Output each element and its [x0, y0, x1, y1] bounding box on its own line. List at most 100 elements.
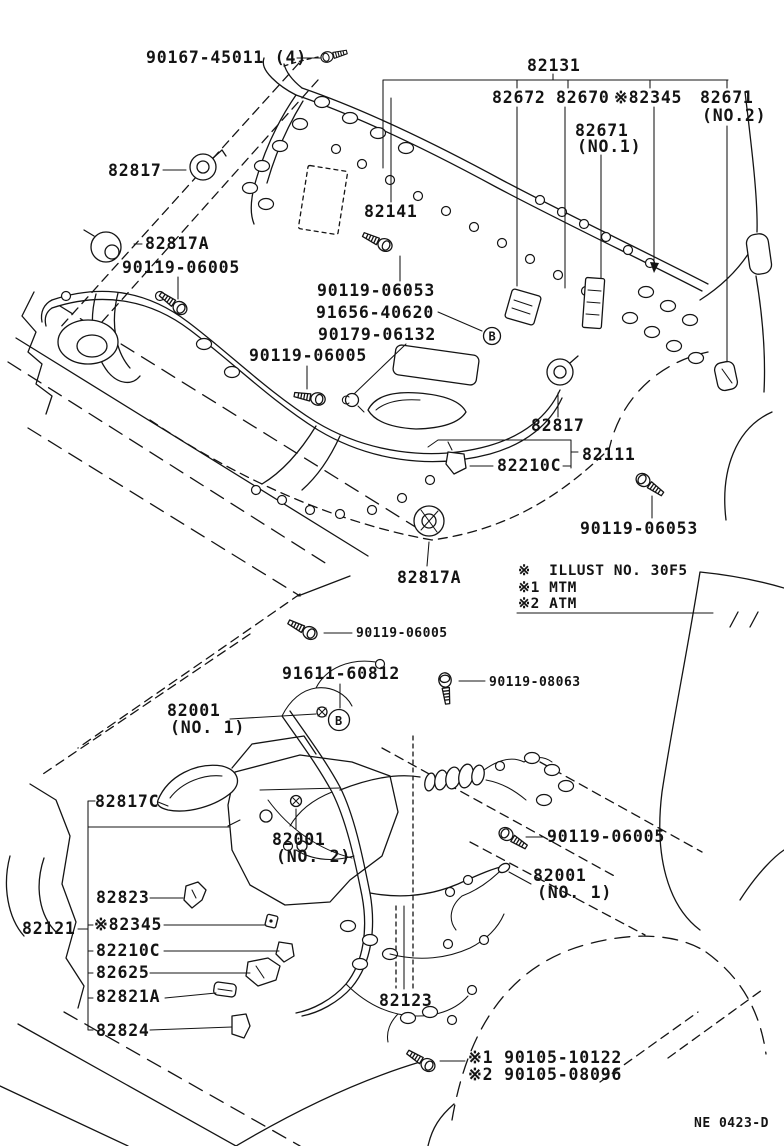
part-label-82817-1: 82817: [108, 161, 162, 180]
connector: [397, 141, 415, 155]
part-label-90119-08063: 90119-08063: [489, 675, 581, 690]
bolt-icon-90119-08063: [437, 671, 455, 706]
fuse-box: [297, 164, 349, 236]
part-label-90179-06132: 90179-06132: [318, 325, 436, 344]
connector: [468, 221, 480, 233]
part-label-82001-no2: 82001: [272, 830, 326, 849]
part-label-90119-06053-1: 90119-06053: [317, 281, 435, 300]
note-illust: ※ ILLUST NO. 30F5: [518, 563, 688, 579]
clip-82625: [245, 957, 281, 987]
engine-room-main-harness-82131: [241, 56, 709, 365]
fastener-note-1: ※1 90105-10122: [468, 1048, 622, 1067]
svg-text:B: B: [489, 330, 496, 344]
connector: [442, 938, 454, 950]
part-label-82823: 82823: [96, 888, 150, 907]
part-label-82817C: 82817C: [95, 792, 159, 811]
engine-block: [227, 735, 399, 906]
connector: [241, 181, 259, 195]
relay-box: [504, 288, 542, 326]
connector-mark-B-upper: B: [482, 326, 502, 346]
part-label-82671-no1-sub: (NO.1): [577, 137, 641, 156]
clip-82001-no1-right: [497, 862, 511, 874]
arrowhead: [650, 262, 659, 273]
note-mtm: ※1 MTM: [518, 580, 577, 596]
bolt-icon-90119-06005-3: [285, 615, 320, 643]
connector: [462, 874, 474, 886]
car-body-outline-lower: [0, 571, 784, 1146]
part-label-82001-no1-left-sub: (NO. 1): [170, 718, 245, 737]
connector: [440, 205, 452, 217]
part-label-82345-lower: ※82345: [94, 915, 162, 934]
part-label-82001-no1-right-sub: (NO. 1): [537, 883, 612, 902]
connector: [291, 117, 309, 131]
part-label-82821A: 82821A: [96, 987, 160, 1006]
connector: [496, 237, 508, 249]
note-box: ※ ILLUST NO. 30F5 ※1 MTM ※2 ATM: [518, 563, 688, 612]
leader-lines-upper: [133, 57, 729, 614]
connector: [384, 174, 396, 186]
part-label-82671-no2: 82671: [700, 88, 754, 107]
connector: [341, 111, 359, 125]
connector: [494, 760, 506, 772]
connector: [446, 1014, 458, 1026]
bolt-icon-90105: [403, 1046, 439, 1075]
connector: [304, 504, 316, 516]
connector: [271, 139, 289, 153]
connector: [399, 1011, 417, 1025]
clip-82823: [183, 881, 207, 909]
connector: [412, 190, 424, 202]
connector: [334, 508, 346, 520]
part-label-82671-no1: 82671: [575, 121, 629, 140]
clip-parts-lower: [183, 706, 511, 1039]
part-label-90119-06005-2: 90119-06005: [249, 346, 367, 365]
connector: [478, 934, 490, 946]
part-label-82824: 82824: [96, 1021, 150, 1040]
lower-diagram: 90119-06005 91611-60812 90119-08063 8200…: [0, 571, 784, 1146]
screw-icon: [341, 392, 365, 413]
front-harness-82111: [40, 290, 563, 520]
bolt-icon-90119-06053-1: [359, 228, 395, 255]
clip-82210C-upper: [445, 441, 467, 475]
car-body-outline-upper: [7, 62, 773, 628]
part-label-91656-40620: 91656-40620: [316, 303, 434, 322]
engine-harness-82121: [281, 658, 575, 1043]
protector-82817C-part: [156, 764, 239, 812]
connector: [659, 299, 677, 313]
connector: [313, 95, 331, 109]
connector: [687, 351, 705, 365]
part-label-82001-no1-left: 82001: [167, 701, 221, 720]
part-label-82345-upper: ※82345: [614, 88, 682, 107]
clip-82824: [231, 1013, 251, 1039]
svg-text:B: B: [335, 714, 342, 728]
connector: [330, 143, 342, 155]
part-label-90119-06005-4: 90119-06005: [547, 827, 665, 846]
screw-82001-no2: [289, 794, 303, 808]
connector: [276, 494, 288, 506]
connector: [60, 290, 72, 302]
part-label-90167-45011: 90167-45011 (4): [146, 48, 307, 67]
connector: [466, 984, 478, 996]
connector-mark-B-lower: B: [327, 708, 351, 732]
part-label-82001-no2-sub: (NO. 2): [276, 847, 351, 866]
part-label-82625: 82625: [96, 963, 150, 982]
clamp-82817-2: [546, 355, 579, 386]
part-label-82817A-1: 82817A: [145, 234, 209, 253]
part-label-82672: 82672: [492, 88, 546, 107]
connector: [535, 793, 553, 807]
part-label-90119-06005-3: 90119-06005: [356, 626, 448, 641]
connector: [557, 779, 575, 793]
leader-lines-lower: [77, 632, 544, 1062]
connector: [534, 194, 546, 206]
connector: [223, 365, 241, 379]
connector: [396, 492, 408, 504]
connector: [552, 269, 564, 281]
connector: [543, 763, 561, 777]
part-label-82001-no1-right: 82001: [533, 866, 587, 885]
fastener-notes: ※1 90105-10122 ※2 90105-08096: [468, 1048, 622, 1084]
part-label-82123: 82123: [379, 991, 433, 1010]
part-label-82210C-lower: 82210C: [96, 941, 160, 960]
connector: [600, 231, 612, 243]
connector: [444, 886, 456, 898]
